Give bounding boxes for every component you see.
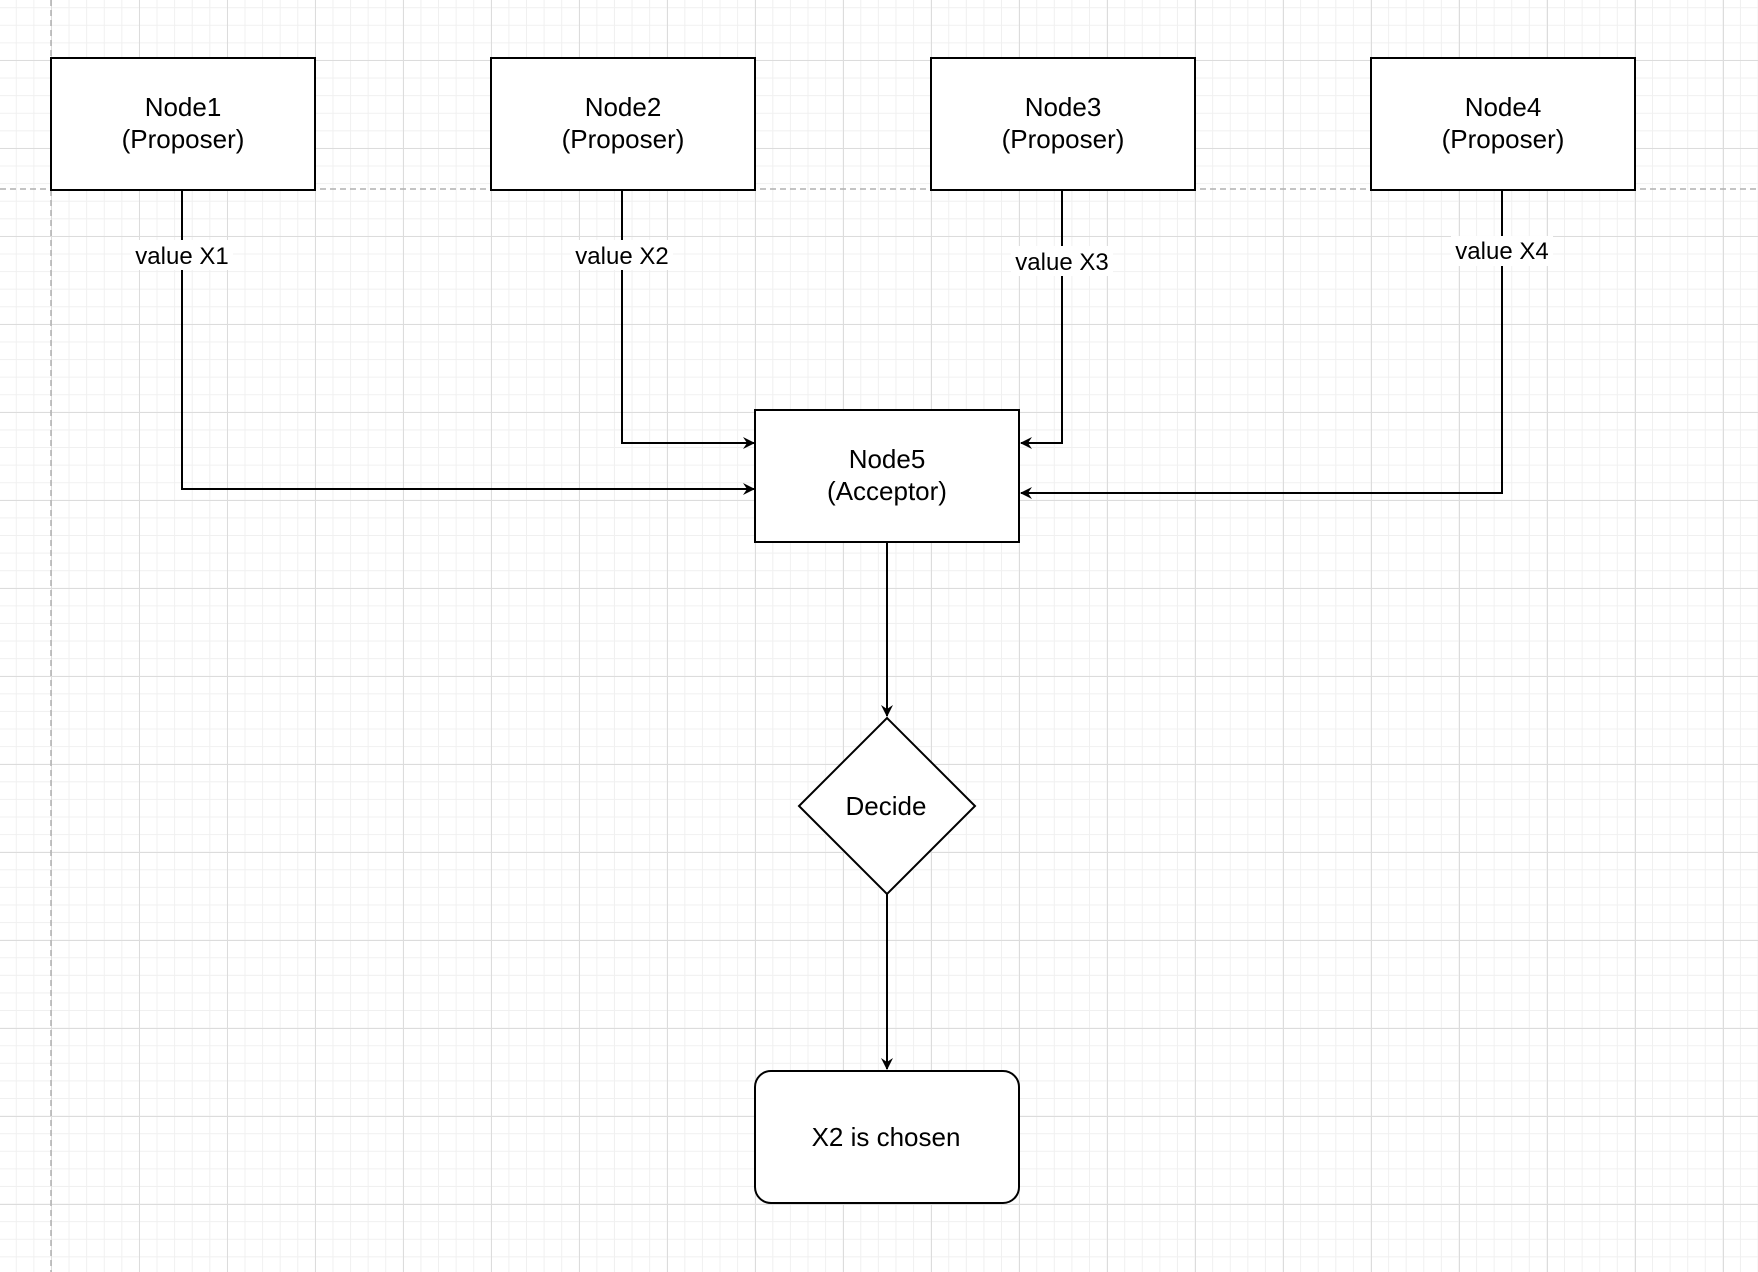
edge-label-x4-text: value X4	[1455, 238, 1548, 265]
node5-acceptor[interactable]: Node5 (Acceptor)	[754, 409, 1020, 543]
edge-label-x3: value X3	[1011, 246, 1113, 276]
edge-node1-to-node5[interactable]	[181, 190, 755, 495]
result-node[interactable]: X2 is chosen	[754, 1070, 1020, 1204]
edge-node4-to-node5[interactable]	[1020, 190, 1503, 499]
edge-node2-to-node5[interactable]	[621, 190, 755, 449]
node3-proposer[interactable]: Node3 (Proposer)	[930, 57, 1196, 191]
node5-title: Node5	[849, 444, 926, 474]
node1-title: Node1	[145, 92, 222, 122]
node4-proposer[interactable]: Node4 (Proposer)	[1370, 57, 1636, 191]
node4-role: (Proposer)	[1442, 124, 1565, 154]
node1-role: (Proposer)	[122, 124, 245, 154]
decide-diamond[interactable]: Decide	[797, 716, 977, 896]
node2-role: (Proposer)	[562, 124, 685, 154]
node3-title: Node3	[1025, 92, 1102, 122]
edge-node3-to-node5[interactable]	[1020, 190, 1063, 449]
node1-proposer[interactable]: Node1 (Proposer)	[50, 57, 316, 191]
edge-label-x2: value X2	[571, 240, 673, 270]
edge-label-x2-text: value X2	[575, 243, 668, 270]
node5-role: (Acceptor)	[827, 476, 947, 506]
edge-label-x4: value X4	[1451, 236, 1553, 266]
node3-role: (Proposer)	[1002, 124, 1125, 154]
edge-label-x3-text: value X3	[1015, 249, 1108, 276]
edge-label-x1: value X1	[131, 240, 233, 270]
node2-title: Node2	[585, 92, 662, 122]
node4-title: Node4	[1465, 92, 1542, 122]
edge-label-x1-text: value X1	[135, 243, 228, 270]
decide-label: Decide	[846, 791, 927, 821]
node2-proposer[interactable]: Node2 (Proposer)	[490, 57, 756, 191]
result-label: X2 is chosen	[812, 1122, 961, 1152]
